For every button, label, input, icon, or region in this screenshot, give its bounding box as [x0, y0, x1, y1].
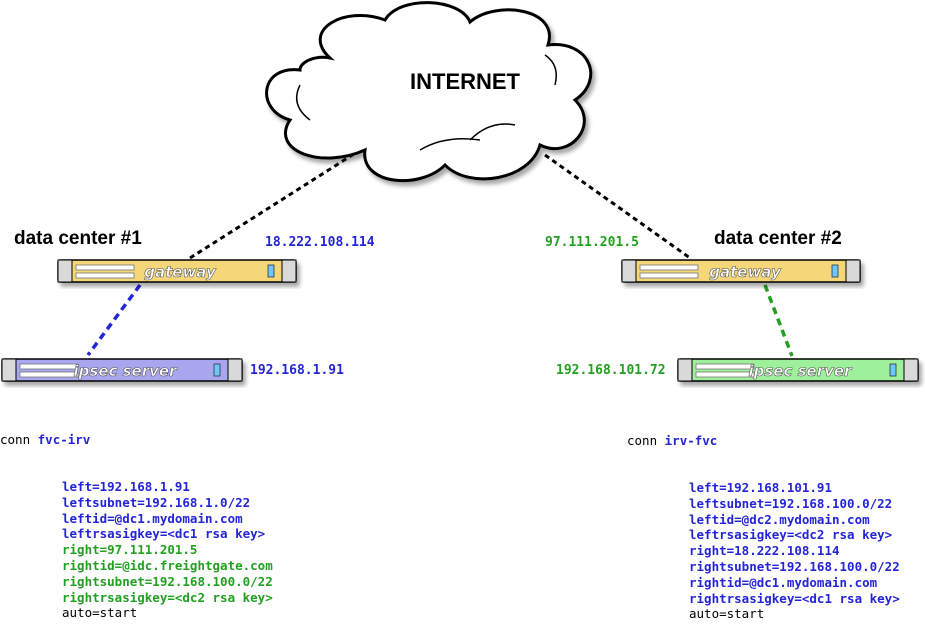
dc2-conn-name: irv-fvc: [664, 432, 718, 448]
dc2-config-line: rightsubnet=192.168.100.0/22: [689, 558, 900, 574]
dc1-config-line: leftrsasigkey=<dc1 rsa key>: [62, 526, 266, 542]
dc1-config-line: leftid=@dc1.mydomain.com: [62, 510, 243, 526]
dc1-config-line: left=192.168.1.91: [62, 478, 190, 494]
dc2-gateway-internet-link: [544, 153, 691, 260]
dc1-gateway-internet-link: [189, 143, 369, 260]
dc1-gateway-device: [57, 259, 297, 283]
dc1-config-line: auto=start: [62, 605, 138, 621]
dc2-lan-link: [763, 284, 794, 357]
dc1-ipsec-server-device: [1, 358, 243, 382]
dc1-config-line: right=97.111.201.5: [62, 542, 198, 558]
dc2-config-line: left=192.168.101.91: [689, 479, 832, 495]
dc1-server-ip: 192.168.1.91: [250, 363, 344, 378]
dc2-config-line: leftrsasigkey=<dc2 rsa key>: [689, 527, 893, 543]
dc1-config-line: rightsubnet=192.168.100.0/22: [62, 573, 273, 589]
dc2-server-label: ipsec server: [749, 362, 854, 380]
dc1-config-line: rightrsasigkey=<dc2 rsa key>: [62, 589, 273, 605]
dc2-conn-keyword: conn: [627, 432, 658, 448]
internet-cloud: [265, 1, 593, 183]
dc2-ipsec-server-device: [677, 358, 919, 382]
dc2-config-line: leftid=@dc2.mydomain.com: [689, 511, 870, 527]
dc2-config-conn-line: conn irv-fvc: [627, 433, 900, 449]
dc1-config-line: rightid=@idc.freightgate.com: [62, 557, 273, 573]
network-diagram: INTERNET gateway gateway ipsec server: [1, 1, 919, 382]
dc2-config-line: auto=start: [689, 606, 765, 622]
dc2-gateway-device: [621, 259, 861, 283]
dc2-server-ip: 192.168.101.72: [556, 363, 666, 378]
dc1-config-conn-line: conn fvc-irv: [0, 432, 273, 448]
dc1-title: data center #1: [14, 228, 142, 249]
dc2-config-line: right=18.222.108.114: [689, 543, 840, 559]
internet-label: INTERNET: [410, 69, 521, 94]
dc1-gateway-label: gateway: [144, 263, 217, 281]
dc2-gateway-label: gateway: [709, 263, 782, 281]
dc2-config-line: leftsubnet=192.168.100.0/22: [689, 495, 893, 511]
dc1-config-line: leftsubnet=192.168.1.0/22: [62, 494, 251, 510]
dc2-gateway-ip: 97.111.201.5: [545, 235, 639, 250]
dc2-config-line: rightrsasigkey=<dc1 rsa key>: [689, 590, 900, 606]
dc1-lan-link: [86, 283, 142, 357]
dc1-gateway-ip: 18.222.108.114: [265, 235, 375, 250]
dc1-server-label: ipsec server: [74, 362, 179, 380]
dc2-title: data center #2: [714, 228, 842, 249]
dc2-config-line: rightid=@dc1.mydomain.com: [689, 574, 878, 590]
dc1-conn-name: fvc-irv: [37, 431, 91, 447]
dc1-conn-keyword: conn: [0, 431, 31, 447]
